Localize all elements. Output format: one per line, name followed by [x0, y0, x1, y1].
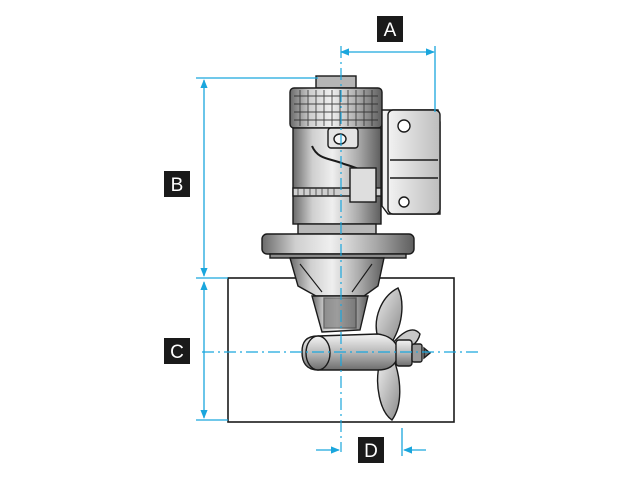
label-b-text: B [171, 175, 184, 196]
label-c-text: C [170, 342, 184, 363]
center-lines [202, 46, 478, 452]
dimension-b [196, 77, 318, 279]
label-d-text: D [364, 441, 378, 462]
label-c: C [164, 338, 190, 364]
label-d: D [358, 437, 384, 463]
dimension-a [340, 46, 436, 112]
mounting-flange [261, 233, 415, 255]
vent-grille [289, 87, 383, 129]
thruster-motor [261, 75, 441, 259]
dimension-c [196, 281, 228, 421]
label-a: A [377, 16, 403, 42]
label-a-text: A [384, 20, 397, 41]
dimension-d [316, 428, 426, 456]
gear-leg [289, 257, 385, 333]
label-b: B [164, 171, 190, 197]
